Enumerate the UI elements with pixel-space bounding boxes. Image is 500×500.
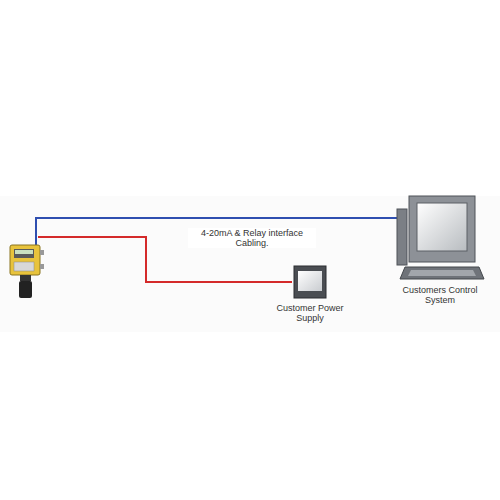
computer-node: Customers Control System	[392, 195, 488, 305]
background-band	[0, 196, 500, 332]
power-supply-node: Customer Power Supply	[274, 265, 346, 323]
node-caption: Customer Power Supply	[274, 303, 346, 323]
power-supply-box	[293, 265, 327, 299]
cable-label: 4-20mA & Relay interface Cabling.	[188, 228, 316, 248]
node-caption: Customers Control System	[392, 285, 488, 305]
computer-illustration	[395, 195, 485, 281]
gas-detector	[10, 245, 44, 298]
